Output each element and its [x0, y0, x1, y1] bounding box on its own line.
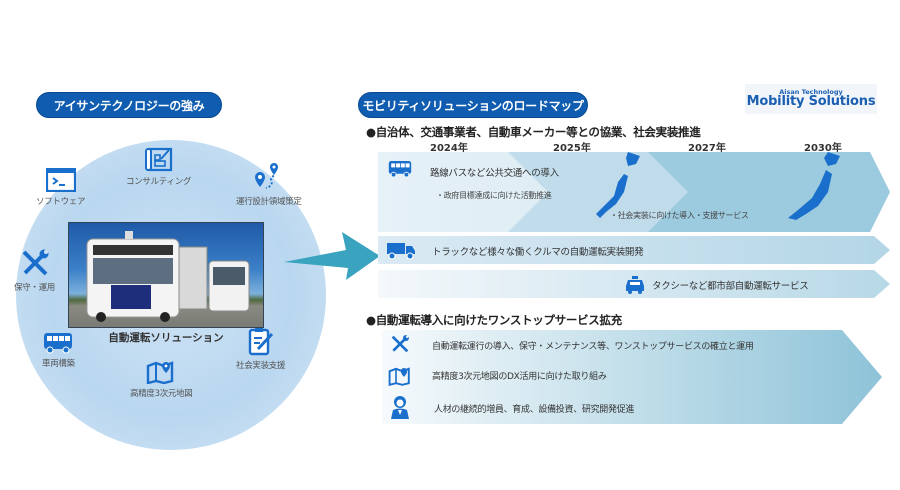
feature-label: ソフトウェア — [36, 197, 86, 207]
feature-label: 車両構築 — [42, 359, 75, 369]
clipboard-pen-icon — [248, 328, 273, 356]
feature-vehicle: 車両構築 — [42, 332, 75, 369]
map-pin-icon — [147, 361, 174, 384]
roadmap-title: モビリティソリューションのロードマップ — [358, 92, 588, 118]
feature-label: 社会実装支援 — [236, 361, 286, 371]
mobility-solutions-logo: Aisan Technology Mobility Solutions — [745, 84, 877, 114]
route-pin-icon — [254, 163, 278, 189]
year-label: 2025年 — [553, 143, 591, 154]
lane-label: トラックなど様々な働くクルマの自動運転実装開発 — [432, 247, 644, 258]
logo-main: Mobility Solutions — [746, 94, 876, 110]
onestop-item: 高精度3次元地図のDX活用に向けた取り組み — [432, 372, 607, 382]
logo-company: Aisan Technology — [779, 87, 843, 96]
year-label: 2030年 — [804, 143, 842, 154]
feature-label: 保守・運用 — [14, 283, 56, 293]
year-label: 2024年 — [430, 143, 468, 154]
strengths-title: アイサンテクノロジーの強み — [36, 92, 222, 118]
japan-map-icon — [596, 152, 640, 218]
roadmap-lane-truck — [378, 236, 890, 264]
japan-map-icon — [788, 152, 840, 220]
feature-maintenance: 保守・運用 — [14, 248, 55, 293]
roadmap-lane-bus — [378, 152, 890, 232]
wrench-screwdriver-icon — [22, 249, 48, 276]
feature-label: コンサルティング — [126, 177, 192, 187]
lane-label: タクシーなど都市部自動運転サービス — [652, 281, 809, 292]
truck-icon — [387, 243, 415, 260]
blueprint-icon — [144, 147, 172, 172]
autonomous-bus-photo — [68, 222, 264, 328]
terminal-window-icon — [45, 168, 76, 192]
feature-consulting: コンサルティング — [126, 146, 191, 187]
center-caption: 自動運転ソリューション — [108, 332, 224, 344]
lane-subitem: ・政府目標達成に向けた活動推進 — [436, 191, 552, 200]
section-onestop-heading: ●自動運転導入に向けたワンストップサービス拡充 — [366, 313, 622, 327]
bus-icon — [44, 333, 73, 354]
lane-subitem: ・社会実装に向けた導入・支援サービス — [610, 211, 749, 220]
feature-social-implementation: 社会実装支援 — [236, 326, 286, 371]
feature-software: ソフトウェア — [36, 168, 86, 207]
feature-label: 高精度3次元地図 — [130, 389, 193, 399]
feature-hd-map: 高精度3次元地図 — [130, 360, 193, 399]
onestop-item: 人材の継続的増員、育成、設備投資、研究開発促進 — [434, 405, 635, 415]
taxi-icon — [626, 276, 644, 294]
year-label: 2027年 — [688, 143, 726, 154]
onestop-item: 自動運転運行の導入、保守・メンテナンス等、ワンストップサービスの確立と運用 — [432, 342, 754, 352]
flow-arrow-icon — [284, 232, 380, 280]
onestop-banner — [382, 330, 882, 424]
lane-label: 路線バスなど公共交通への導入 — [430, 168, 559, 179]
bus-icon — [388, 161, 412, 178]
person-icon — [391, 396, 409, 419]
map-pin-icon — [388, 367, 410, 386]
wrench-screwdriver-icon — [391, 335, 409, 353]
section-collaboration-heading: ●自治体、交通事業者、自動車メーカー等との協業、社会実装推進 — [366, 125, 701, 139]
feature-label: 運行設計領域策定 — [236, 197, 302, 207]
feature-odd: 運行設計領域策定 — [236, 162, 302, 207]
